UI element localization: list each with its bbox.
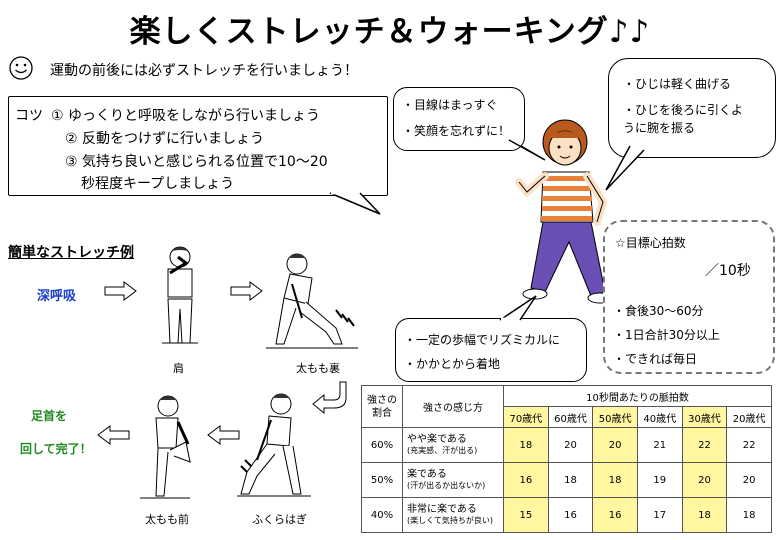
- bubble-eyes-tail: [508, 139, 546, 161]
- header-intensity-line1: 強さの: [367, 394, 397, 406]
- intensity-percent: 40%: [361, 497, 403, 533]
- header-pulse-group: 10秒間あたりの脈拍数: [503, 385, 772, 407]
- pulse-value: 22: [726, 427, 772, 463]
- pulse-value: 16: [503, 462, 549, 498]
- intro-text: 運動の前後には必ずストレッチを行いましょう！: [50, 63, 358, 79]
- elbow-tip-2-cont: うに腕を振る: [623, 121, 696, 135]
- arrow-right-icon: [104, 281, 137, 301]
- caption-thigh-back: 太もも裏: [296, 362, 340, 375]
- header-intensity-line2: 割合: [372, 407, 392, 419]
- feeling-note: (汗が出るか出ないか): [407, 481, 486, 490]
- arrow-right-icon: [230, 281, 263, 301]
- walking-woman-illustration: [515, 119, 613, 304]
- feeling-note: (充実感、汗が出る): [407, 446, 478, 455]
- intensity-feeling: 非常に楽である(楽しくて気持ちが良い): [402, 497, 504, 533]
- pulse-value: 19: [636, 462, 683, 498]
- elbow-tip-2: ・ひじを後ろに引くよ: [623, 103, 744, 117]
- pulse-value: 16: [547, 497, 594, 533]
- tips-box-tail: [329, 191, 381, 215]
- steps-tip-2: ・かかとから着地: [404, 357, 501, 371]
- eyes-tip-2: ・笑顔を忘れずに！: [402, 124, 511, 138]
- tips-box: コツ ① ゆっくりと呼吸をしながら行いましょう ② 反動をつけずに行いましょう …: [8, 96, 388, 196]
- elbow-tip-1: ・ひじは軽く曲げる: [623, 77, 732, 91]
- tip-1: ① ゆっくりと呼吸をしながら行いましょう: [51, 108, 320, 124]
- age-header: 20歳代: [726, 406, 772, 428]
- feeling-label: やや楽である: [407, 434, 467, 445]
- feeling-label: 楽である: [407, 469, 447, 480]
- page-title: 楽しくストレッチ＆ウォーキング♪♪: [129, 14, 651, 50]
- caption-shoulder: 肩: [173, 362, 184, 375]
- pulse-value: 21: [636, 427, 683, 463]
- bubble-steps-tail: [499, 295, 537, 321]
- pulse-value: 15: [503, 497, 549, 533]
- pulse-value: 22: [681, 427, 728, 463]
- pulse-value: 20: [547, 427, 594, 463]
- bubble-eyes: ・目線はまっすぐ ・笑顔を忘れずに！: [393, 87, 525, 151]
- tips-label: コツ: [15, 108, 43, 124]
- stretch-figure-calf: [237, 393, 311, 497]
- stretch-figure-thigh-back: [266, 253, 358, 349]
- pulse-value: 20: [681, 462, 728, 498]
- intensity-feeling: 楽である(汗が出るか出ないか): [402, 462, 504, 498]
- target-item-2: ・1日合計30分以上: [613, 328, 720, 342]
- age-header: 70歳代: [503, 406, 549, 428]
- age-header: 40歳代: [636, 406, 683, 428]
- feeling-label: 非常に楽である: [407, 504, 477, 515]
- age-header: 60歳代: [547, 406, 594, 428]
- pulse-value: 18: [503, 427, 549, 463]
- target-per-10s: ／10秒: [705, 263, 751, 279]
- pulse-value: 17: [636, 497, 683, 533]
- pulse-value: 16: [592, 497, 638, 533]
- header-feeling: 強さの感じ方: [402, 385, 504, 428]
- header-intensity: 強さの 割合: [361, 385, 403, 428]
- age-header: 30歳代: [681, 406, 728, 428]
- arrow-curve-icon: [312, 381, 347, 415]
- stretch-figure-thigh-front: [140, 395, 191, 499]
- caption-calf: ふくらはぎ: [252, 513, 307, 526]
- target-item-3: ・できれば毎日: [613, 352, 698, 366]
- deep-breath-label: 深呼吸: [37, 289, 77, 304]
- pulse-value: 18: [592, 462, 638, 498]
- target-heart-rate-box: ☆目標心拍数 ／10秒 ・食後30〜60分 ・1日合計30分以上 ・できれば毎日: [603, 220, 775, 374]
- bubble-elbows: ・ひじは軽く曲げる ・ひじを後ろに引くよ うに腕を振る: [608, 58, 776, 158]
- eyes-tip-1: ・目線はまっすぐ: [402, 98, 498, 112]
- tip-3: ③ 気持ち良いと感じられる位置で10〜20: [65, 154, 328, 170]
- tip-3-cont: 秒程度キープしましょう: [81, 176, 235, 192]
- age-header: 50歳代: [592, 406, 638, 428]
- intensity-percent: 50%: [361, 462, 403, 498]
- caption-thigh-front: 太もも前: [145, 513, 189, 526]
- target-heading: ☆目標心拍数: [615, 236, 686, 250]
- feeling-note: (楽しくて気持ちが良い): [407, 516, 494, 525]
- target-item-1: ・食後30〜60分: [613, 304, 704, 318]
- arrow-left-icon: [97, 425, 130, 445]
- finish-line-2: 回して完了！: [20, 442, 92, 456]
- pulse-value: 18: [726, 497, 772, 533]
- steps-tip-1: ・一定の歩幅でリズミカルに: [404, 333, 561, 347]
- finish-line-1: 足首を: [31, 409, 68, 423]
- stretch-figure-shoulder: [162, 246, 198, 344]
- bubble-steps: ・一定の歩幅でリズミカルに ・かかとから着地: [395, 318, 587, 382]
- tip-2: ② 反動をつけずに行いましょう: [65, 131, 265, 147]
- bubble-elbows-tail: [605, 145, 645, 191]
- smiley-icon: [9, 56, 33, 80]
- pulse-value: 20: [592, 427, 638, 463]
- intensity-percent: 60%: [361, 427, 403, 463]
- arrow-left-icon: [207, 425, 240, 445]
- intensity-feeling: やや楽である(充実感、汗が出る): [402, 427, 504, 463]
- pulse-value: 18: [547, 462, 594, 498]
- pulse-value: 20: [726, 462, 772, 498]
- pulse-value: 18: [681, 497, 728, 533]
- stretch-heading: 簡単なストレッチ例: [8, 245, 134, 261]
